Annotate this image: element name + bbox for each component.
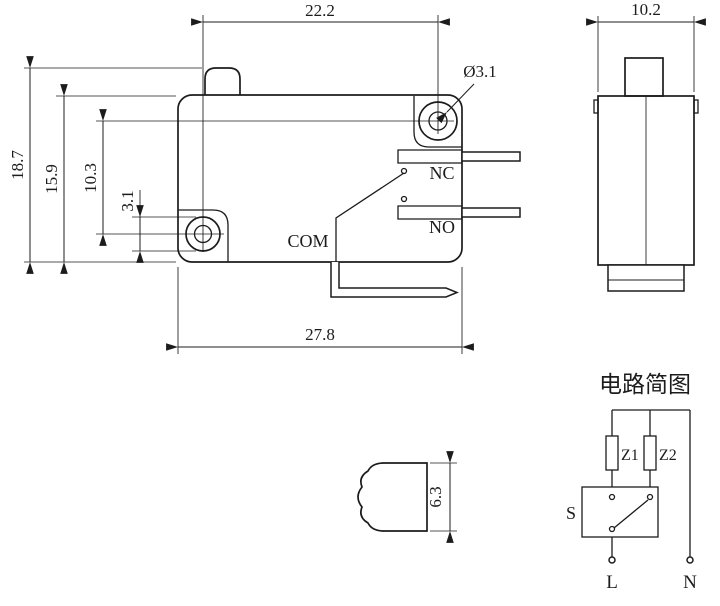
side-plunger-button <box>624 57 664 97</box>
nc-terminal-pin <box>461 151 521 162</box>
dim-label-15-9: 15.9 <box>42 164 61 194</box>
resistor-z1 <box>605 435 619 471</box>
switch-pivot <box>608 525 616 533</box>
nc-contact-slot <box>397 149 462 164</box>
side-view: 10.2 <box>586 0 706 292</box>
no-terminal-pin <box>461 207 521 218</box>
dim-label-10-2: 10.2 <box>631 0 661 19</box>
dim-label-6-3: 6.3 <box>426 486 445 507</box>
switch-contact-no <box>646 493 654 501</box>
dim-label-22-2: 22.2 <box>305 1 335 20</box>
terminal-n-node <box>686 556 694 564</box>
dimension-plunger-6-3: 6.3 <box>426 451 457 543</box>
switch-label: S <box>566 503 576 523</box>
mounting-pad-bottom-left <box>178 209 229 262</box>
dimension-left-10-3: 10.3 <box>81 109 107 246</box>
switch-contact-nc <box>608 493 616 501</box>
switch-body-outline <box>177 94 463 263</box>
switch-lever <box>613 499 649 529</box>
dim-label-hole-diameter: Ø3.1 <box>463 62 497 81</box>
dim-label-3-1: 3.1 <box>118 190 137 211</box>
z2-label: Z2 <box>659 447 677 464</box>
no-contact-slot <box>397 205 462 220</box>
front-view: NC NO COM 22.2 27.8 18.7 <box>8 1 521 354</box>
com-label: COM <box>287 231 328 251</box>
circuit-title: 电路简图 <box>599 372 691 397</box>
circuit-diagram: 电路简图 Z1 Z2 S L N <box>566 372 697 593</box>
mounting-pad-top-right <box>413 96 462 148</box>
z1-label: Z1 <box>621 447 639 464</box>
switch-box-s <box>581 486 659 538</box>
dimension-left-18-7: 18.7 <box>8 56 202 274</box>
plunger-profile-outline <box>357 462 428 532</box>
no-contact-point <box>400 195 408 203</box>
dimension-top-22-2: 22.2 <box>191 1 450 26</box>
side-terminal-block <box>607 264 685 292</box>
centerlines <box>96 15 454 252</box>
plunger-detail-view: 6.3 <box>357 451 457 543</box>
line-terminal-label: L <box>606 572 618 593</box>
dim-label-18-7: 18.7 <box>8 150 27 180</box>
dim-label-10-3: 10.3 <box>81 163 100 193</box>
neutral-terminal-label: N <box>683 572 697 593</box>
terminal-l-node <box>608 556 616 564</box>
no-label: NO <box>429 217 455 237</box>
contact-lever <box>335 172 405 262</box>
nc-label: NC <box>429 163 454 183</box>
com-terminal-pin <box>330 262 459 298</box>
hole-diameter-callout: Ø3.1 <box>435 62 497 124</box>
dimension-side-10-2: 10.2 <box>586 0 706 92</box>
dimension-left-15-9: 15.9 <box>42 84 176 274</box>
side-ear-right <box>693 99 699 114</box>
plunger-button <box>204 67 241 95</box>
dimension-bottom-27-8: 27.8 <box>166 267 474 354</box>
dim-label-27-8: 27.8 <box>305 325 335 344</box>
side-ear-left <box>593 99 599 114</box>
dimension-left-3-1: 3.1 <box>118 190 196 263</box>
resistor-z2 <box>643 435 657 471</box>
nc-contact-point <box>400 167 408 175</box>
